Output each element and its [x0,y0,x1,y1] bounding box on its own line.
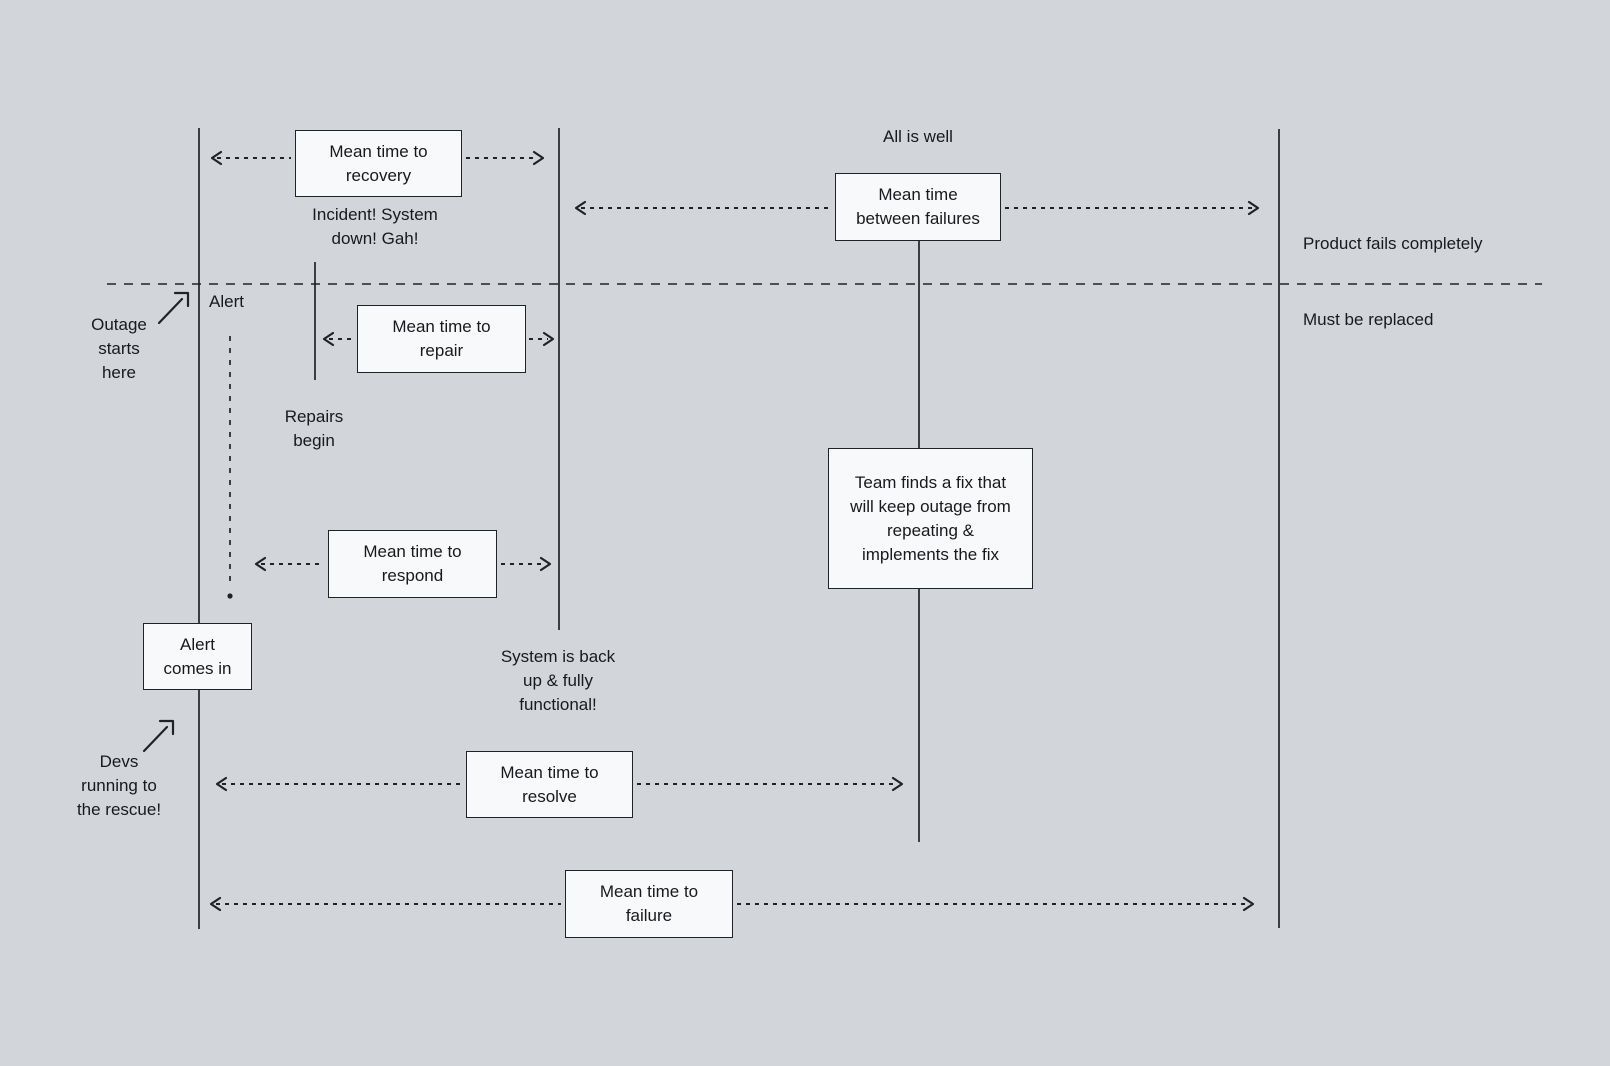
system-back-up-label: System is back up & fully functional! [500,647,616,714]
alert-comes-in-box: Alert comes in [143,623,252,690]
mean-time-to-failure-box: Mean time to failure [565,870,733,938]
team-finds-fix-box: Team finds a fix that will keep outage f… [828,448,1033,589]
respond-span-arrows [254,556,552,572]
between-failures-span-arrows [574,200,1260,216]
devs-running-label: Devs running to the rescue! [76,752,162,819]
recovery-span-arrows [210,150,545,166]
mean-time-between-failures-box: Mean time between failures [835,173,1001,241]
devs-pointer-arrow [142,719,175,753]
all-is-well-label: All is well [883,127,953,146]
alert-dot [227,593,233,599]
outage-pointer-arrow [157,291,190,325]
incident-label: Incident! System down! Gah! [312,205,438,248]
failure-span-arrows [209,896,1255,912]
repair-span-arrows [322,331,555,347]
must-be-replaced-label: Must be replaced [1303,310,1434,329]
repairs-begin-label: Repairs begin [284,407,344,450]
product-fails-label: Product fails completely [1303,234,1483,253]
mean-time-to-respond-box: Mean time to respond [328,530,497,598]
resolve-span-arrows [215,776,904,792]
mean-time-to-resolve-box: Mean time to resolve [466,751,633,818]
alert-label: Alert [209,292,244,311]
outage-starts-here-label: Outage starts here [91,315,147,382]
mean-time-to-recovery-box: Mean time to recovery [295,130,462,197]
mean-time-to-repair-box: Mean time to repair [357,305,526,373]
